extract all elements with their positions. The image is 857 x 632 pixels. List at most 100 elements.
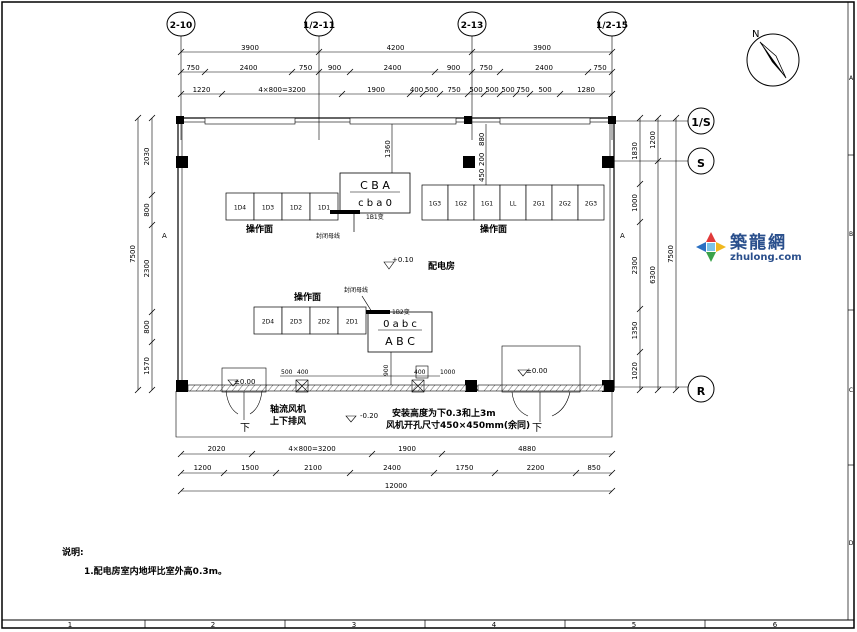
top-dimensions: [177, 48, 616, 98]
fan-label: 轴流风机: [270, 403, 306, 415]
grid-bubble: [687, 375, 715, 403]
grid-label: 1/S: [691, 116, 711, 129]
grid-label: S: [697, 157, 705, 170]
level-right: ±0.00: [526, 367, 547, 375]
dim-text: 1830: [631, 142, 639, 160]
panel-label: 1D1: [318, 205, 330, 212]
column-corner: [176, 116, 184, 124]
dim-text: 6300: [649, 266, 657, 284]
transformer-2-label: 1B2变: [392, 308, 410, 316]
dim-text: 1200: [649, 131, 657, 149]
column: [176, 156, 188, 168]
fan-box: [411, 379, 425, 393]
dim-text: 1200: [194, 464, 212, 472]
dim-text: 2300: [143, 260, 151, 278]
column: [176, 380, 188, 392]
dim-text: 2300: [631, 257, 639, 275]
room-labels: 操作面 操作面 操作面 封闭母线 封闭母线 配电房 +0.10 ±0.00 ±0…: [162, 223, 625, 434]
grid-label: 1/2-15: [596, 21, 628, 31]
grid-bubble: [457, 11, 487, 37]
bus-label: 封闭母线: [316, 232, 340, 240]
dim-text: 1500: [241, 464, 259, 472]
bus-bar: [330, 210, 360, 214]
switch-panel: [577, 184, 605, 221]
dim-text: 3900: [241, 44, 259, 52]
grid-bubble: [166, 11, 196, 37]
column: [463, 156, 475, 168]
dim-text: 750: [447, 86, 460, 94]
panel-label: 1D2: [290, 205, 302, 212]
logo-mark-icon: [696, 232, 726, 262]
fan-box: [295, 379, 309, 393]
transformer-2-terminals: 0 a b c: [383, 319, 417, 330]
panel-label: 2D2: [318, 319, 330, 326]
frame-col-label: 5: [632, 621, 636, 629]
dim-text: 7500: [667, 245, 675, 263]
dim-text: 1360: [384, 140, 392, 158]
dim-text: 2200: [527, 464, 545, 472]
grid-label: R: [697, 385, 706, 398]
switch-panel: [281, 306, 311, 335]
column-corner: [464, 116, 472, 124]
frame-col-label: 1: [68, 621, 72, 629]
dim-text: 1900: [367, 86, 385, 94]
frame-col-label: 4: [492, 621, 497, 629]
level-mark: [383, 261, 395, 270]
switch-panel: [551, 184, 579, 221]
dim-text: 4880: [518, 445, 536, 453]
install-height-note: 安装高度为下0.3和上3m: [392, 407, 496, 419]
panel-label: 2G2: [559, 201, 571, 208]
panel-label: 1G2: [455, 201, 467, 208]
notes-title: 说明:: [62, 548, 84, 558]
door-swing-left: [225, 390, 263, 415]
room-walls: [176, 116, 616, 392]
dim-text: 750: [516, 86, 529, 94]
dim-text: 880: [478, 133, 486, 146]
transformer-1-label: 1B1变: [366, 213, 384, 221]
column: [465, 380, 477, 392]
switch-panel: [309, 306, 339, 335]
bottom-wall: [477, 384, 605, 392]
ops-face-label: 操作面: [294, 291, 321, 303]
zhulong-logo: 築龍網 zhulong.com: [694, 226, 814, 270]
frame-row-label: B: [849, 231, 853, 238]
level-left: ±0.00: [234, 378, 255, 386]
axis-marker: A: [162, 232, 167, 240]
window: [204, 117, 296, 125]
panel-label: 2G1: [533, 201, 545, 208]
dim-text: 2400: [383, 464, 401, 472]
right-dimensions: [636, 114, 680, 394]
panel-label: 1G3: [429, 201, 441, 208]
fan-box: [415, 365, 429, 379]
entry-canopy-right: [501, 345, 581, 393]
dim-text: 750: [479, 64, 492, 72]
door-swing-right: [511, 391, 571, 417]
dim-text: 900: [328, 64, 341, 72]
dim-text: 1280: [577, 86, 595, 94]
grid-bubble: [687, 147, 715, 175]
north-label: N: [752, 29, 759, 40]
dim-text: 1350: [631, 322, 639, 340]
room-name: 配电房: [428, 260, 455, 272]
dim-text: 500: [425, 86, 438, 94]
panel-label: 2D4: [262, 319, 274, 326]
level-mark: [345, 415, 357, 423]
switch-panel: [473, 184, 501, 221]
dim-text: 500: [485, 86, 498, 94]
switch-panel: [421, 184, 449, 221]
switch-panel: [525, 184, 553, 221]
dim-text: 2400: [384, 64, 402, 72]
transformer-1: C B A c b a 0 1B1变: [330, 172, 411, 221]
switch-panel: [309, 192, 339, 221]
column: [602, 156, 614, 168]
bus-bar: [366, 310, 390, 314]
dim-text: 800: [143, 203, 151, 216]
column: [602, 380, 614, 392]
dim-text: 750: [186, 64, 199, 72]
dim-text: 2100: [304, 464, 322, 472]
dim-text: 1000: [631, 194, 639, 212]
